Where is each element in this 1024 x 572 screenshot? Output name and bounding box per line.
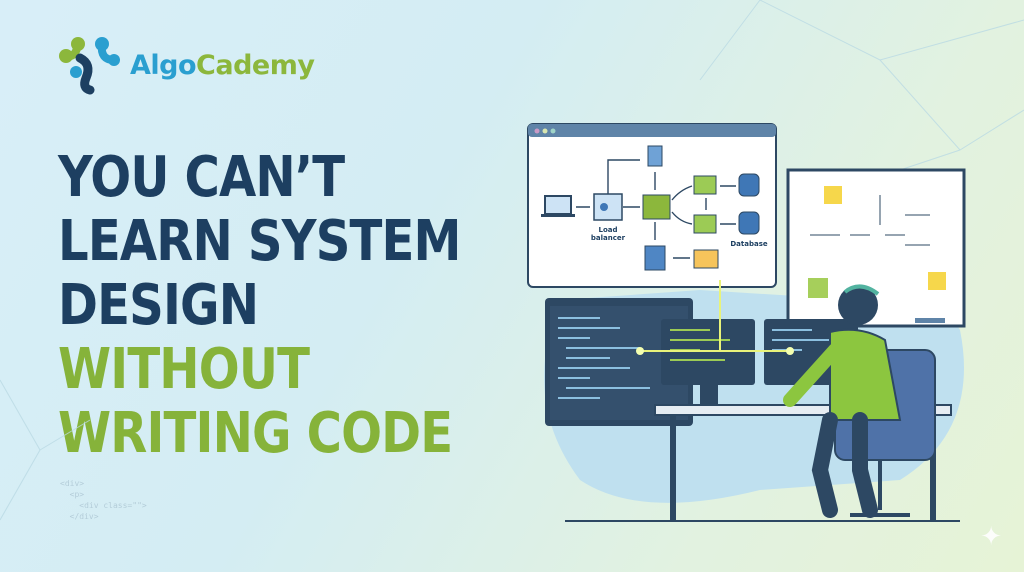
- database-icon: [738, 173, 760, 197]
- database-icon: [738, 211, 760, 235]
- architecture-diagram-window: Load balancer Database: [527, 123, 777, 288]
- headline-line: DESIGN: [58, 273, 259, 338]
- head: [838, 285, 878, 325]
- molecule-logo-icon: [59, 37, 120, 95]
- network-lines-decoration: [0, 0, 1024, 521]
- server-icon: [693, 175, 717, 195]
- brand-logo: AlgoCademy: [56, 34, 315, 96]
- laptop-icon: [541, 195, 575, 217]
- headline-line: YOU CAN’T: [58, 145, 345, 210]
- headphones-icon: [843, 284, 880, 296]
- load-balancer-label: balancer: [591, 234, 626, 242]
- load-balancer-icon: [593, 193, 623, 221]
- decorative-code-background: <div> <p> <div class=""> </div>: [60, 479, 147, 521]
- headline: YOU CAN’T LEARN SYSTEM DESIGN WITHOUT WR…: [58, 146, 461, 466]
- database-label: Database: [730, 240, 768, 248]
- service-node-icon: [642, 194, 671, 220]
- desk: [565, 404, 960, 522]
- server-icon: [693, 214, 717, 234]
- files-icon: [644, 245, 666, 271]
- document-icon: [647, 145, 663, 167]
- sticky-note: [824, 186, 842, 204]
- load-balancer-label: Load: [598, 226, 617, 234]
- headline-line-accent: WRITING CODE: [58, 401, 453, 466]
- sticky-note: [928, 272, 946, 290]
- person-at-desk: [783, 284, 936, 518]
- headline-line: LEARN SYSTEM: [58, 209, 461, 274]
- folder-icon: [693, 249, 719, 269]
- sticky-note: [808, 278, 828, 298]
- glowing-connection: [640, 280, 790, 352]
- brand-name: AlgoCademy: [130, 49, 315, 81]
- headline-line-accent: WITHOUT: [58, 337, 310, 402]
- sparkle-icon: ✦: [980, 522, 1002, 552]
